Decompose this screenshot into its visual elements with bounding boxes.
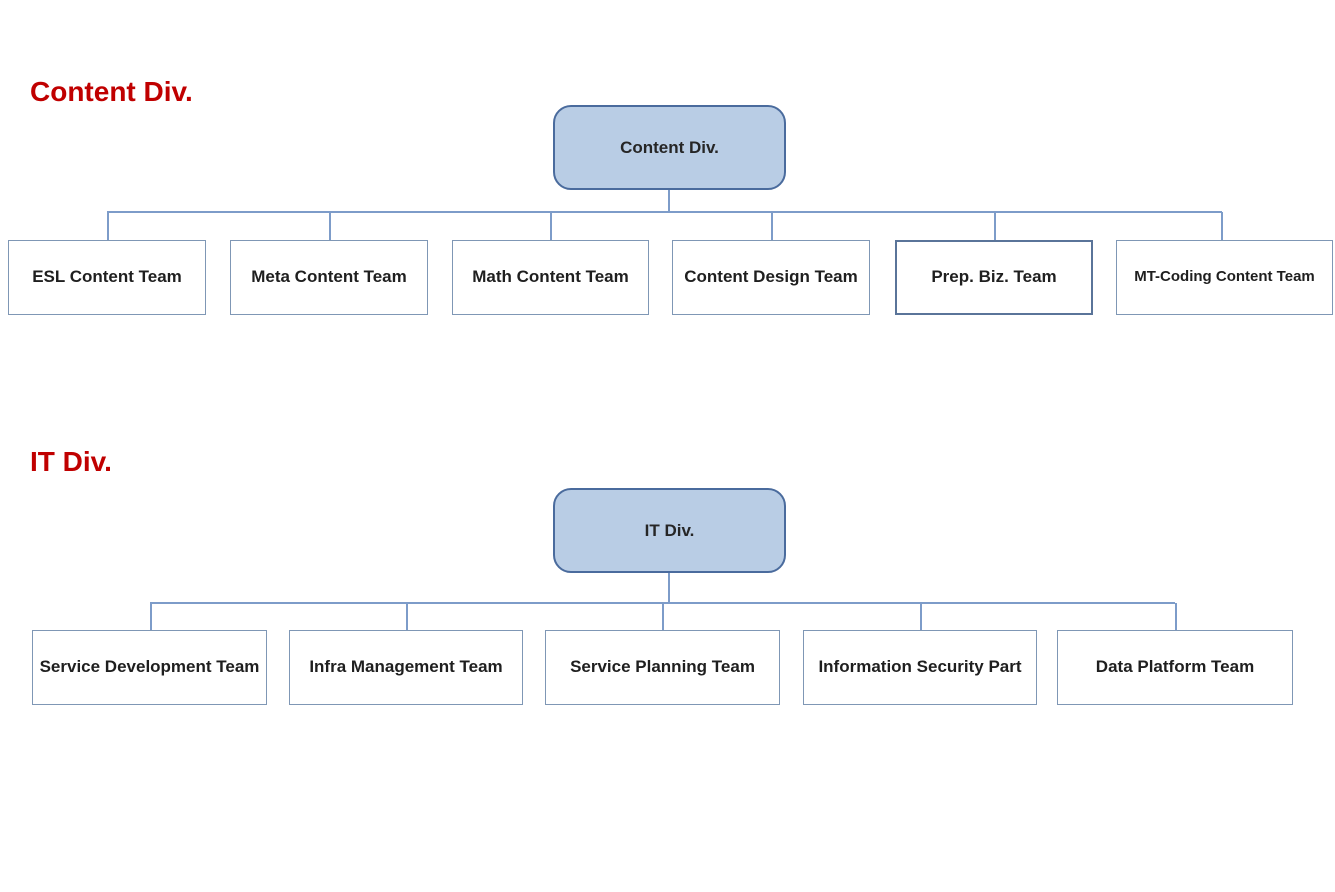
org-root-it-div: IT Div.: [553, 488, 786, 573]
org-node-label: Meta Content Team: [251, 267, 407, 287]
org-node-mt-coding-content-team: MT-Coding Content Team: [1116, 240, 1333, 315]
org-node-content-design-team: Content Design Team: [672, 240, 870, 315]
org-node-label: Service Development Team: [39, 657, 260, 677]
org-node-service-development-team: Service Development Team: [32, 630, 267, 705]
connector-trunk: [668, 573, 670, 602]
org-node-information-security-part: Information Security Part: [803, 630, 1037, 705]
org-node-label: Infra Management Team: [309, 657, 503, 677]
org-root-content-div: Content Div.: [553, 105, 786, 190]
org-node-label: ESL Content Team: [32, 267, 182, 287]
org-node-esl-content-team: ESL Content Team: [8, 240, 206, 315]
connector-trunk: [668, 190, 670, 211]
org-node-label: Prep. Biz. Team: [931, 267, 1057, 287]
org-root-label: Content Div.: [620, 137, 719, 157]
org-node-infra-management-team: Infra Management Team: [289, 630, 523, 705]
connector-rail: [107, 211, 1222, 213]
org-node-label: Content Design Team: [684, 267, 858, 287]
connector-drop: [920, 603, 922, 630]
org-node-label: Service Planning Team: [570, 657, 755, 677]
connector-drop: [107, 212, 109, 240]
section-heading-it-div: IT Div.: [30, 446, 112, 477]
org-node-data-platform-team: Data Platform Team: [1057, 630, 1293, 705]
org-node-label: Data Platform Team: [1095, 657, 1255, 677]
connector-drop: [406, 603, 408, 630]
org-node-label: Math Content Team: [472, 267, 629, 287]
org-root-label: IT Div.: [644, 520, 695, 540]
section-heading-content-div: Content Div.: [30, 76, 193, 107]
connector-drop: [771, 212, 773, 240]
connector-drop: [1175, 603, 1177, 630]
org-node-label: Information Security Part: [818, 657, 1022, 677]
connector-drop: [550, 212, 552, 240]
connector-rail: [150, 602, 1175, 604]
org-node-label: MT-Coding Content Team: [1134, 268, 1315, 286]
org-node-math-content-team: Math Content Team: [452, 240, 649, 315]
connector-drop: [1221, 212, 1223, 240]
org-node-prep-biz-team: Prep. Biz. Team: [895, 240, 1093, 315]
connector-drop: [150, 603, 152, 630]
org-node-meta-content-team: Meta Content Team: [230, 240, 428, 315]
connector-drop: [662, 603, 664, 630]
org-node-service-planning-team: Service Planning Team: [545, 630, 780, 705]
connector-drop: [329, 212, 331, 240]
connector-drop: [994, 212, 996, 240]
